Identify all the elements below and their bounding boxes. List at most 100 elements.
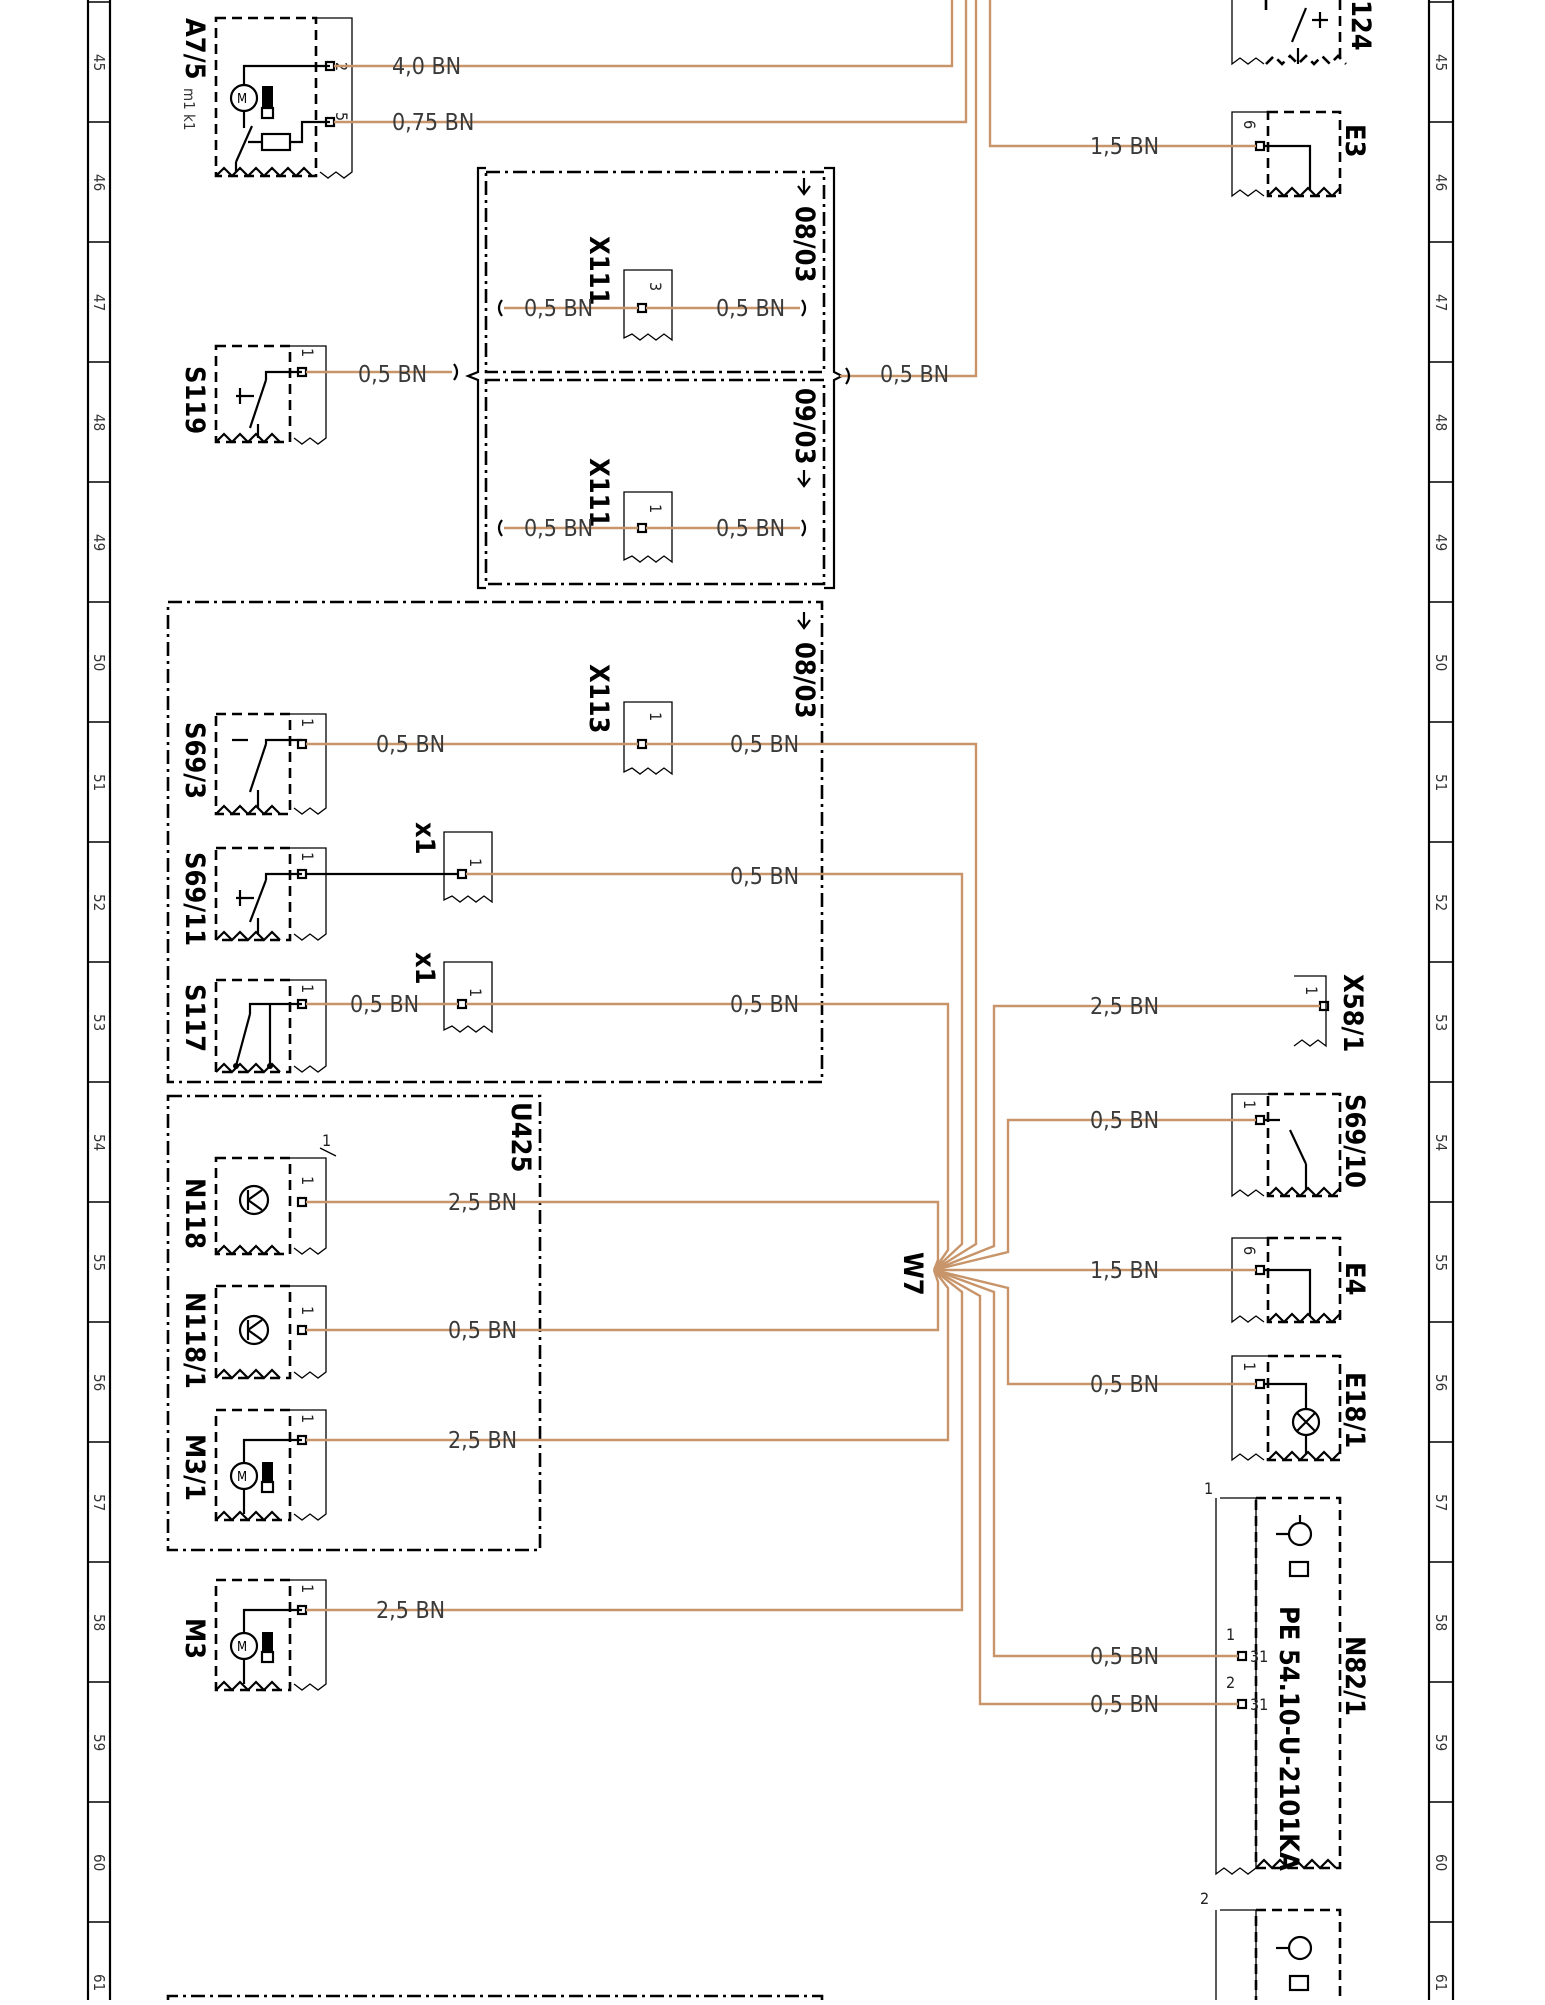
s69-10-component: 1 S69/10 (1231, 1092, 1370, 1198)
w7-label: W7 (897, 1252, 928, 1296)
e18-1-component: 1 E18/1 (1231, 1354, 1370, 1462)
wire-n82-1-pin2 (933, 1268, 1238, 1706)
n82-1-gnd1-number: 31 (1250, 1647, 1268, 1666)
wire-label-n82-1-pin1: 0,5 BN (1090, 1644, 1159, 1670)
ruler-row-number: 47 (1432, 294, 1450, 311)
n118-pin-number: 1 (298, 1176, 317, 1185)
wire-label-s119-out: 0,5 BN (880, 362, 949, 388)
x111-a-connector: 3 X111 (583, 236, 673, 342)
wire-label-s69-10: 0,5 BN (1090, 1108, 1159, 1134)
a7-5-sublabel: m1 k1 (180, 88, 198, 130)
wire-m3-1 (306, 1269, 950, 1442)
x113-label: X113 (583, 664, 614, 733)
wire-label-a7-5-pin5: 0,75 BN (392, 110, 474, 136)
wire-s69-10 (933, 1118, 1256, 1272)
wire-labels: 4,0 BN 0,75 BN 1,5 BN 0,5 BN 0,5 BN 0,5 … (350, 54, 1159, 1718)
n118-1-component: 1 N118/1 (179, 1284, 327, 1389)
wire-label-x111-a-right: 0,5 BN (716, 296, 785, 322)
ruler-row-number: 49 (90, 534, 108, 551)
n82-1-pin2-number: 2 (1226, 1673, 1235, 1692)
ruler-row-number: 57 (1432, 1494, 1450, 1511)
n82-1-top-number: 1 (1204, 1479, 1213, 1498)
u425-label: U425 (505, 1102, 536, 1172)
ruler-row-number: 45 (90, 54, 108, 71)
e18-1-pin-number: 1 (1240, 1362, 1259, 1371)
a7-5-pin5-number: 5 (332, 112, 351, 121)
e4-pin-number: 6 (1240, 1246, 1259, 1255)
e3-component: 6 E3 (1231, 110, 1370, 198)
x1-a-connector: 1 x1 (409, 822, 493, 904)
wire-label-m3-1: 2,5 BN (448, 1428, 517, 1454)
ruler-row-number: 46 (1432, 174, 1450, 191)
m3-component: M 1 M3 (179, 1578, 327, 1692)
ruler-row-number: 54 (1432, 1134, 1450, 1151)
a7-5-component: M 2 5 A7/5 m1 k1 (179, 16, 353, 179)
x111-b-label: X111 (583, 458, 614, 527)
ruler-row-number: 53 (90, 1014, 108, 1031)
wire-x113-to-w7 (646, 742, 978, 1272)
x111-a-pin-number: 3 (646, 282, 665, 291)
ruler-row-number: 61 (90, 1974, 108, 1991)
u425-frame: U425 (166, 1094, 542, 1552)
ruler-row-number: 48 (90, 414, 108, 431)
wire-n82-1-pin1 (933, 1268, 1238, 1658)
n82-1-label: N82/1 (1339, 1636, 1370, 1716)
a7-5-label: A7/5 (179, 18, 210, 79)
m3-1-label: M3/1 (179, 1434, 210, 1501)
x113-pin-number: 1 (646, 712, 665, 721)
ruler-row-number: 60 (1432, 1854, 1450, 1871)
ruler-row-number: 51 (1432, 774, 1450, 791)
x1-b-pin-number: 1 (466, 988, 485, 997)
bottom-frame-stub (166, 1994, 824, 2000)
ruler-row-number: 53 (1432, 1014, 1450, 1031)
wire-x111-trunk (840, 0, 978, 378)
variant-frame-switches: 08/03 (166, 600, 824, 1084)
ruler-row-number: 49 (1432, 534, 1450, 551)
wire-label-x58-1: 2,5 BN (1090, 994, 1159, 1020)
wire-e18-1 (933, 1268, 1256, 1386)
variant-label-2: 09/03 (789, 388, 820, 464)
wire-label-s69-3: 0,5 BN (376, 732, 445, 758)
variant-frame-x111: 08/03 09/03 (465, 166, 845, 590)
wire-x58-1 (933, 1004, 1320, 1272)
s69-3-component: 1 S69/3 (179, 712, 327, 816)
wire-label-m3: 2,5 BN (376, 1598, 445, 1624)
n82-2-top-number: 2 (1200, 1889, 1209, 1908)
s119-component: 1 S119 (179, 344, 327, 445)
x58-1-label: X58/1 (1337, 974, 1368, 1052)
n118-top-pin-number: 1 (322, 1131, 331, 1150)
x58-1-pin-number: 1 (1302, 986, 1321, 995)
s69-3-pin-number: 1 (298, 718, 317, 727)
s117-label: S117 (179, 984, 210, 1052)
ruler-row-number: 47 (90, 294, 108, 311)
x111-b-pin-number: 1 (646, 504, 665, 513)
wire-s117-to-w7 (466, 1002, 950, 1271)
wires (306, 0, 1320, 1706)
wire-label-s117-out: 0,5 BN (730, 992, 799, 1018)
ruler-row-number: 50 (90, 654, 108, 671)
ruler-row-number: 55 (1432, 1254, 1450, 1271)
m3-1-pin-number: 1 (298, 1414, 317, 1423)
x1-a-pin-number: 1 (466, 858, 485, 867)
x113-connector: 1 X113 (583, 664, 673, 776)
x58-1-connector: 1 X58/1 (1293, 974, 1368, 1052)
m3-1-component: M 1 M3/1 (179, 1408, 327, 1522)
wire-label-a7-5-pin2: 4,0 BN (392, 54, 461, 80)
ruler-row-number: 51 (90, 774, 108, 791)
e18-1-label: E18/1 (1339, 1372, 1370, 1448)
n82-1-pin1-number: 1 (1226, 1625, 1235, 1644)
ruler-row-number: 58 (90, 1614, 108, 1631)
n82-1-component: 1 1 2 31 31 PE 54.10-U-2101KA N82/1 (1204, 1479, 1370, 1876)
x1-a-label: x1 (409, 822, 440, 855)
wire-label-s69-11-out: 0,5 BN (730, 864, 799, 890)
s119-label: S119 (179, 366, 210, 434)
wire-a7-5-pin2 (334, 0, 954, 68)
ruler-row-number: 50 (1432, 654, 1450, 671)
ruler-row-number: 58 (1432, 1614, 1450, 1631)
wire-label-s119: 0,5 BN (358, 362, 427, 388)
wire-n118-1 (306, 1269, 940, 1332)
n118-1-pin-number: 1 (298, 1306, 317, 1315)
n82-1-second-component: 2 (1200, 1889, 1342, 2005)
